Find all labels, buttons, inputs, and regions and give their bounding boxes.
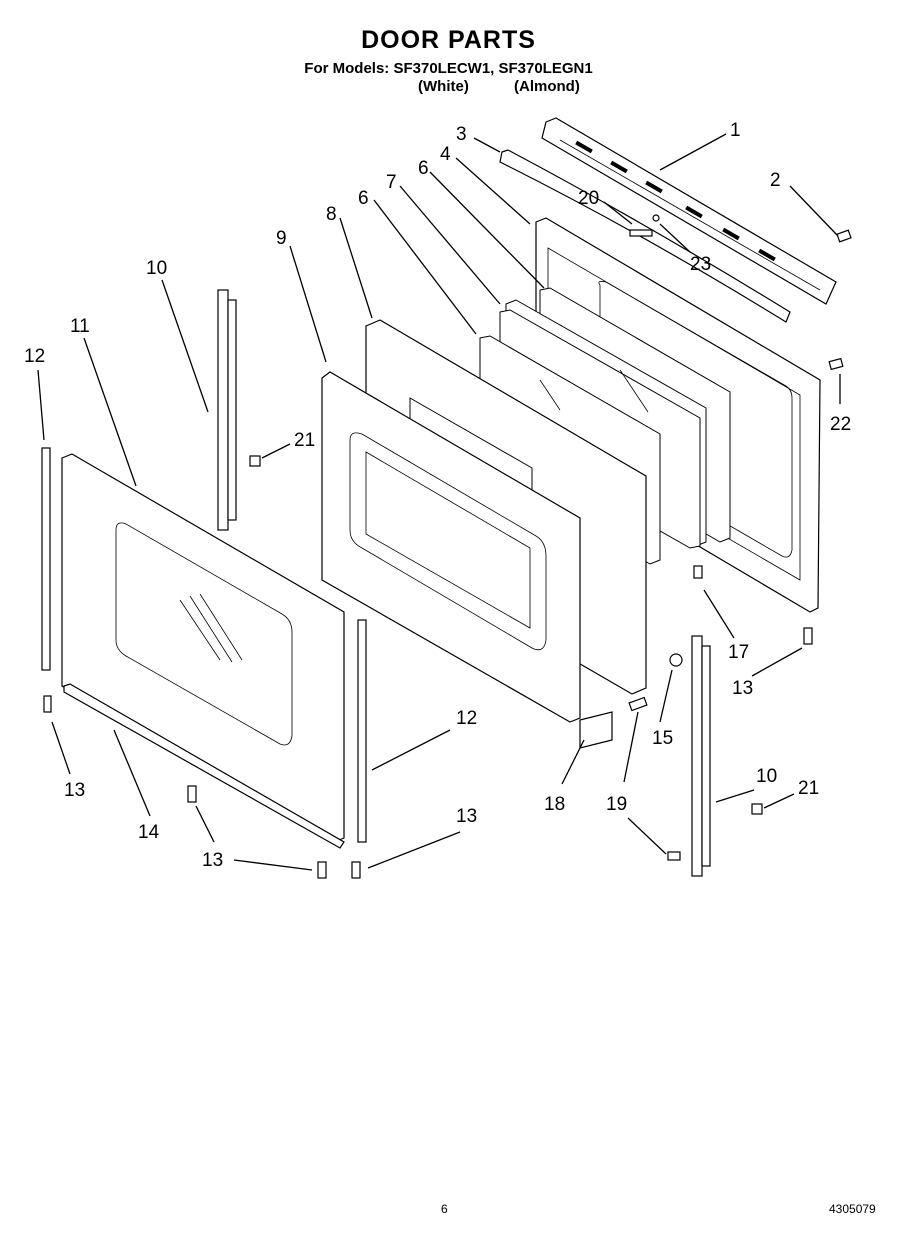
document-number: 4305079 bbox=[829, 1202, 876, 1216]
callout-22: 22 bbox=[830, 414, 851, 435]
callout-18: 18 bbox=[544, 794, 565, 815]
callout-13-mid-right: 13 bbox=[456, 806, 477, 827]
models-line: For Models: SF370LECW1, SF370LEGN1 bbox=[304, 60, 593, 77]
callout-9: 9 bbox=[276, 228, 287, 249]
part-hinge-left bbox=[217, 289, 237, 531]
callout-3: 3 bbox=[456, 124, 467, 145]
callout-10-left: 10 bbox=[146, 258, 167, 279]
callout-15: 15 bbox=[652, 728, 673, 749]
callout-14: 14 bbox=[138, 822, 160, 843]
callout-12-left: 12 bbox=[24, 346, 45, 367]
callout-4: 4 bbox=[440, 144, 451, 165]
callout-1: 1 bbox=[730, 120, 741, 141]
leader-lines bbox=[37, 133, 841, 871]
color-white-label: (White) bbox=[418, 78, 469, 95]
callout-19: 19 bbox=[606, 794, 627, 815]
callout-23: 23 bbox=[690, 254, 711, 275]
page-number: 6 bbox=[441, 1202, 448, 1216]
part-inner-door-panel bbox=[321, 371, 581, 723]
callout-11: 11 bbox=[70, 316, 90, 337]
callout-labels: 1 2 3 4 6 7 6 8 9 10 11 12 20 23 22 21 1… bbox=[24, 120, 851, 871]
page-title: DOOR PARTS bbox=[361, 26, 536, 54]
part-side-trim-left bbox=[41, 447, 51, 671]
callout-8: 8 bbox=[326, 204, 337, 225]
callout-6-upper: 6 bbox=[418, 158, 429, 179]
color-almond-label: (Almond) bbox=[514, 78, 580, 95]
callout-6-lower: 6 bbox=[358, 188, 369, 209]
callout-13-right: 13 bbox=[732, 678, 753, 699]
callout-13-left: 13 bbox=[64, 780, 85, 801]
callout-13-bottom: 13 bbox=[202, 850, 223, 871]
part-vent-trim bbox=[541, 117, 837, 305]
callout-21-right: 21 bbox=[798, 778, 819, 799]
part-small-hardware bbox=[43, 455, 813, 879]
part-side-trim-right bbox=[357, 619, 367, 843]
callout-7: 7 bbox=[386, 172, 397, 193]
callout-12-right: 12 bbox=[456, 708, 477, 729]
callout-21-left: 21 bbox=[294, 430, 315, 451]
part-outer-door bbox=[61, 453, 345, 843]
callout-10-right: 10 bbox=[756, 766, 777, 787]
callout-17: 17 bbox=[728, 642, 749, 663]
part-hinge-right bbox=[691, 635, 711, 877]
callout-20: 20 bbox=[578, 188, 599, 209]
part-screws-top bbox=[629, 214, 852, 371]
callout-2: 2 bbox=[770, 170, 781, 191]
part-bottom-trim bbox=[63, 683, 345, 849]
